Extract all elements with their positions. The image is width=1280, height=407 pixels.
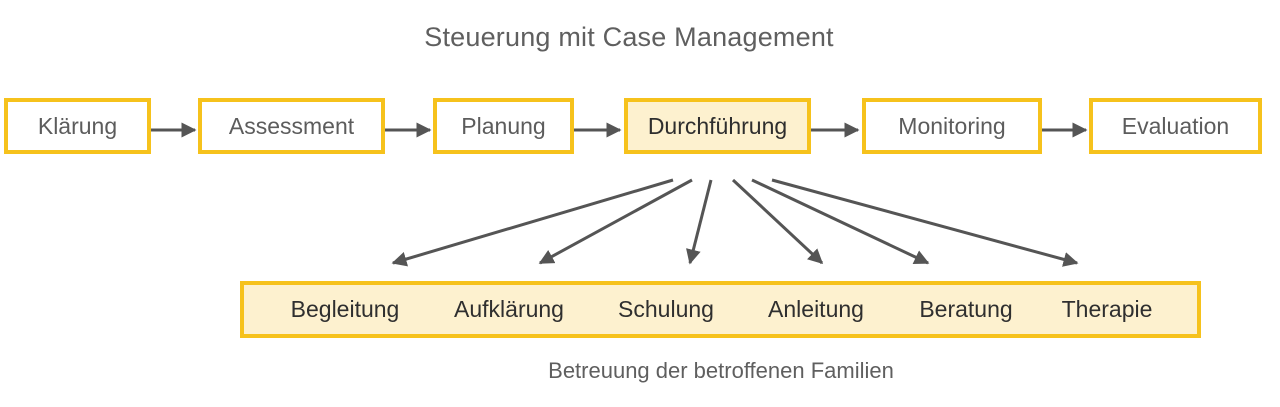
step-klaerung: Klärung [4,98,151,154]
arrow-to-begleitung [391,178,674,267]
service-anleitung: Anleitung [768,296,864,322]
arrow-to-beratung [751,178,930,265]
arrow-to-therapie [771,178,1079,267]
arrow-to-aufklaerung [538,178,693,265]
step-monitoring: Monitoring [862,98,1042,154]
services-box [240,281,1201,338]
step-planung: Planung [433,98,574,154]
service-therapie: Therapie [1061,296,1153,322]
arrow-to-schulung [686,179,713,265]
step-durchfuehrung: Durchführung [624,98,811,154]
diagram-caption: Betreuung der betroffenen Familien [548,358,894,383]
arrow-to-anleitung [731,178,824,265]
diagram-title: Steuerung mit Case Management [424,22,834,52]
step-evaluation: Evaluation [1089,98,1262,154]
step-assessment: Assessment [198,98,385,154]
service-beratung: Beratung [919,296,1013,322]
service-aufklaerung: Aufklärung [454,296,564,322]
service-schulung: Schulung [618,296,714,322]
service-begleitung: Begleitung [290,296,400,322]
